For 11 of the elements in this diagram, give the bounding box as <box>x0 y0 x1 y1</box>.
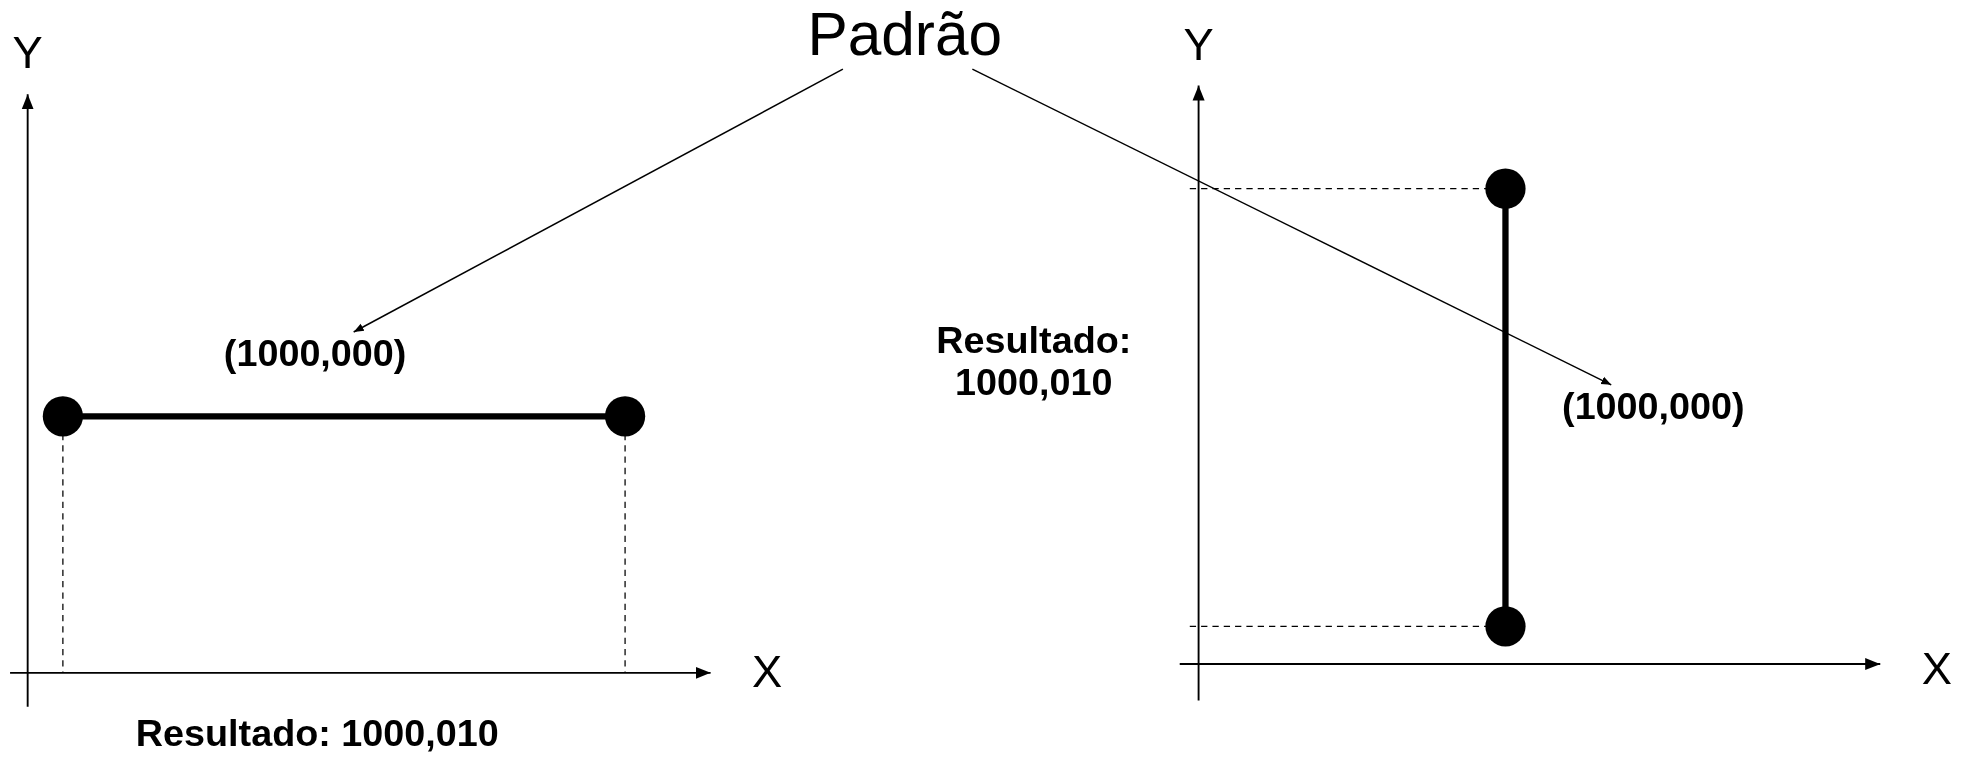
axis-label: X <box>1921 643 1952 694</box>
leader-arrow <box>971 68 1612 386</box>
coordinate-label: (1000,000) <box>1562 384 1745 427</box>
result-label: Resultado: 1000,010 <box>135 711 499 754</box>
leader-arrow <box>352 68 844 333</box>
axis-label: X <box>752 646 783 697</box>
coordinate-label: (1000,000) <box>223 332 407 374</box>
result-label: Resultado: 1000,010 <box>935 319 1133 403</box>
standard-label: Padrão <box>807 2 1003 69</box>
axis-label: Y <box>12 27 43 78</box>
axis-label: Y <box>1183 20 1214 70</box>
